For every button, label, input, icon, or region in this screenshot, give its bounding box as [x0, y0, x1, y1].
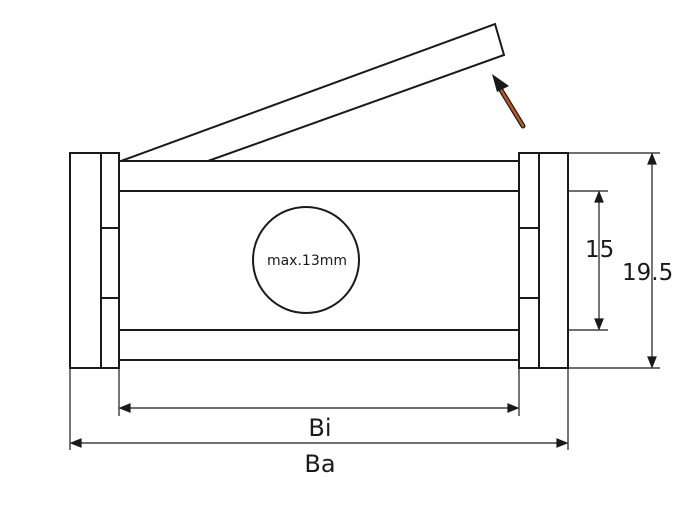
inner-height-dimension [568, 190, 608, 331]
top-crossbar [119, 160, 519, 192]
outer-width-label: Ba [304, 450, 335, 478]
opening-direction-arrow-icon [492, 74, 526, 129]
left-side-plate [69, 152, 120, 369]
bottom-crossbar [119, 329, 519, 361]
circle-diameter-label: max.13mm [267, 253, 347, 269]
inner-height-label: 15 [585, 237, 614, 263]
inner-width-dimension [118, 368, 520, 416]
outer-height-dimension [568, 152, 660, 369]
cable-circle [252, 206, 360, 314]
outer-width-dimension [69, 368, 569, 450]
right-side-plate [518, 152, 569, 369]
outer-height-label: 19.5 [622, 260, 673, 286]
inner-width-label: Bi [308, 414, 331, 442]
opening-lid [120, 22, 506, 162]
